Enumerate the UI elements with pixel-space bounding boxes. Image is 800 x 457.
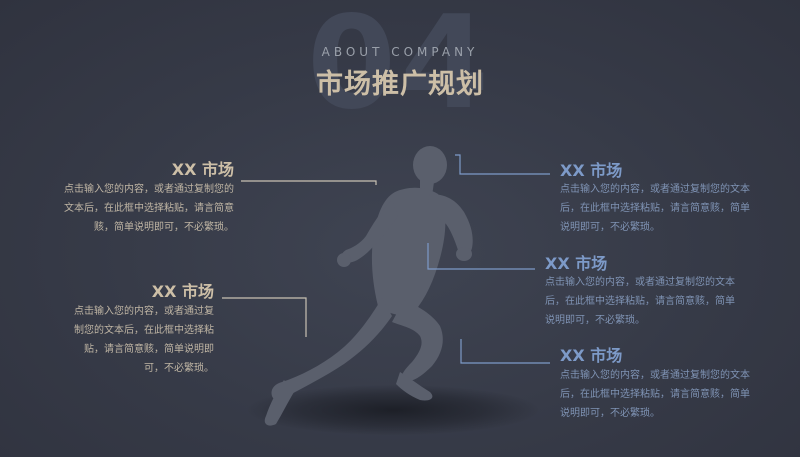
item-4-line: 点击输入您的内容，或者通过复制您的文本: [545, 277, 735, 288]
item-1-line: 文本后，在此框中选择粘贴，请言简意: [64, 203, 234, 214]
item-3-heading: XX 市场: [560, 161, 623, 180]
item-2-line: 贴，请言简意赅，简单说明即: [84, 344, 214, 355]
item-5-line: 点击输入您的内容，或者通过复制您的文本: [560, 370, 750, 381]
item-3-body: 点击输入您的内容，或者通过复制您的文本 后，在此框中选择粘贴，请言简意赅，简单 …: [560, 180, 750, 237]
page-title: 市场推广规划: [316, 69, 484, 100]
item-4-line: 说明即可，不必繁琐。: [545, 315, 645, 326]
item-4-body: 点击输入您的内容，或者通过复制您的文本 后，在此框中选择粘贴，请言简意赅，简单 …: [545, 273, 735, 330]
background-number: 04: [306, 0, 494, 138]
item-1-heading: XX 市场: [171, 160, 234, 179]
item-2-body: 点击输入您的内容，或者通过复 制您的文本后，在此框中选择粘 贴，请言简意赅，简单…: [74, 302, 214, 378]
item-5-line: 后，在此框中选择粘贴，请言简意赅，简单: [560, 389, 750, 400]
item-2-line: 可，不必繁琐。: [144, 363, 214, 374]
item-2-line: 制您的文本后，在此框中选择粘: [74, 325, 214, 336]
subtitle-about-company: ABOUT COMPANY: [321, 45, 479, 59]
item-5-body: 点击输入您的内容，或者通过复制您的文本 后，在此框中选择粘贴，请言简意赅，简单 …: [560, 366, 750, 423]
item-4-line: 后，在此框中选择粘贴，请言简意赅，简单: [545, 296, 735, 307]
item-4-heading: XX 市场: [545, 254, 608, 273]
item-5-heading: XX 市场: [560, 346, 623, 365]
item-3-line: 点击输入您的内容，或者通过复制您的文本: [560, 184, 750, 195]
item-2-line: 点击输入您的内容，或者通过复: [74, 306, 214, 317]
running-man-silhouette: [264, 146, 473, 426]
item-1-line: 点击输入您的内容，或者通过复制您的: [64, 184, 234, 195]
item-5-line: 说明即可，不必繁琐。: [560, 408, 660, 419]
item-1-body: 点击输入您的内容，或者通过复制您的 文本后，在此框中选择粘贴，请言简意 赅，简单…: [64, 180, 234, 237]
item-3-line: 说明即可，不必繁琐。: [560, 222, 660, 233]
runner-shadow: [248, 385, 538, 435]
item-1-line: 赅，简单说明即可，不必繁琐。: [94, 222, 234, 233]
connector-lines: [222, 154, 550, 364]
item-3-line: 后，在此框中选择粘贴，请言简意赅，简单: [560, 203, 750, 214]
item-2-heading: XX 市场: [151, 282, 214, 301]
